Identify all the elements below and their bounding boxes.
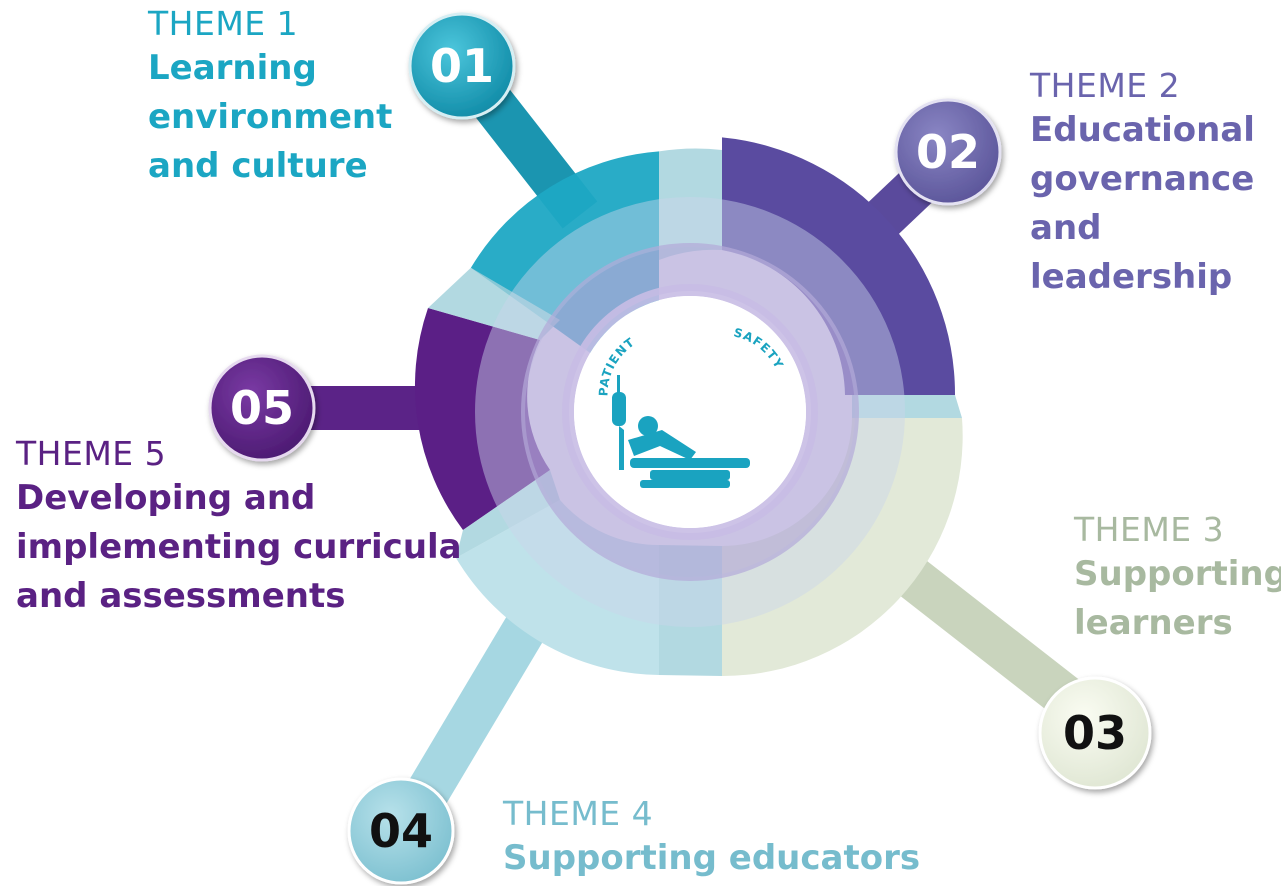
theme-3-label: THEME 3 Supporting learners bbox=[1074, 510, 1281, 648]
segment-gap-top bbox=[659, 148, 722, 260]
badge-number-5: 05 bbox=[230, 381, 294, 435]
patient-in-bed-icon bbox=[612, 375, 750, 488]
theme-2-title-line-1: Educational bbox=[1030, 109, 1255, 150]
segment-gap-right bbox=[852, 395, 962, 418]
theme-5-kicker: THEME 5 bbox=[16, 434, 167, 473]
segment-theme-5 bbox=[414, 308, 550, 530]
theme-2-title-line-3: and leadership bbox=[1030, 208, 1233, 298]
badge-theme-5 bbox=[208, 354, 316, 462]
badge-theme-3 bbox=[1038, 676, 1152, 790]
theme-5-title-line-3: and assessments bbox=[16, 576, 346, 617]
outer-ring bbox=[414, 137, 963, 677]
badge-number-2: 02 bbox=[916, 125, 980, 179]
theme-2-title-line-2: governance bbox=[1030, 158, 1255, 199]
segment-theme-3 bbox=[722, 418, 963, 677]
badge-theme-2 bbox=[894, 98, 1002, 206]
segment-gap-left-top bbox=[428, 267, 560, 340]
badge-number-3: 03 bbox=[1063, 706, 1127, 760]
theme-1-title-line-2: environment bbox=[148, 96, 393, 137]
theme-5-title-line-1: Developing and bbox=[16, 477, 316, 518]
theme-5-title-line-2: implementing curricula bbox=[16, 526, 462, 567]
theme-3-title-line-1: Supporting bbox=[1074, 553, 1281, 594]
theme-4-title-line-1: Supporting educators bbox=[503, 837, 921, 878]
theme-3-kicker: THEME 3 bbox=[1074, 510, 1225, 549]
badge-number-1: 01 bbox=[430, 39, 494, 93]
center-disc bbox=[574, 296, 806, 528]
badge-theme-1 bbox=[408, 12, 516, 120]
segment-theme-2 bbox=[722, 137, 956, 395]
badge-theme-4 bbox=[347, 777, 455, 885]
theme-3-title-line-2: learners bbox=[1074, 602, 1233, 643]
theme-2-label: THEME 2 Educational governance and leade… bbox=[1030, 66, 1281, 303]
theme-1-label: THEME 1 Learning environment and culture bbox=[148, 4, 392, 191]
theme-4-label: THEME 4 Supporting educators bbox=[503, 794, 920, 883]
inner-rings bbox=[475, 197, 905, 627]
theme-1-kicker: THEME 1 bbox=[148, 4, 299, 43]
theme-1-title-line-3: and culture bbox=[148, 146, 368, 187]
badge-number-4: 04 bbox=[369, 804, 433, 858]
theme-1-title-line-1: Learning bbox=[148, 47, 317, 88]
segment-gap-left-bottom bbox=[456, 470, 560, 558]
theme-number-badges: 01 02 03 04 05 bbox=[208, 12, 1152, 885]
theme-2-kicker: THEME 2 bbox=[1030, 66, 1181, 105]
theme-5-label: THEME 5 Developing and implementing curr… bbox=[16, 434, 462, 621]
theme-4-kicker: THEME 4 bbox=[503, 794, 654, 833]
